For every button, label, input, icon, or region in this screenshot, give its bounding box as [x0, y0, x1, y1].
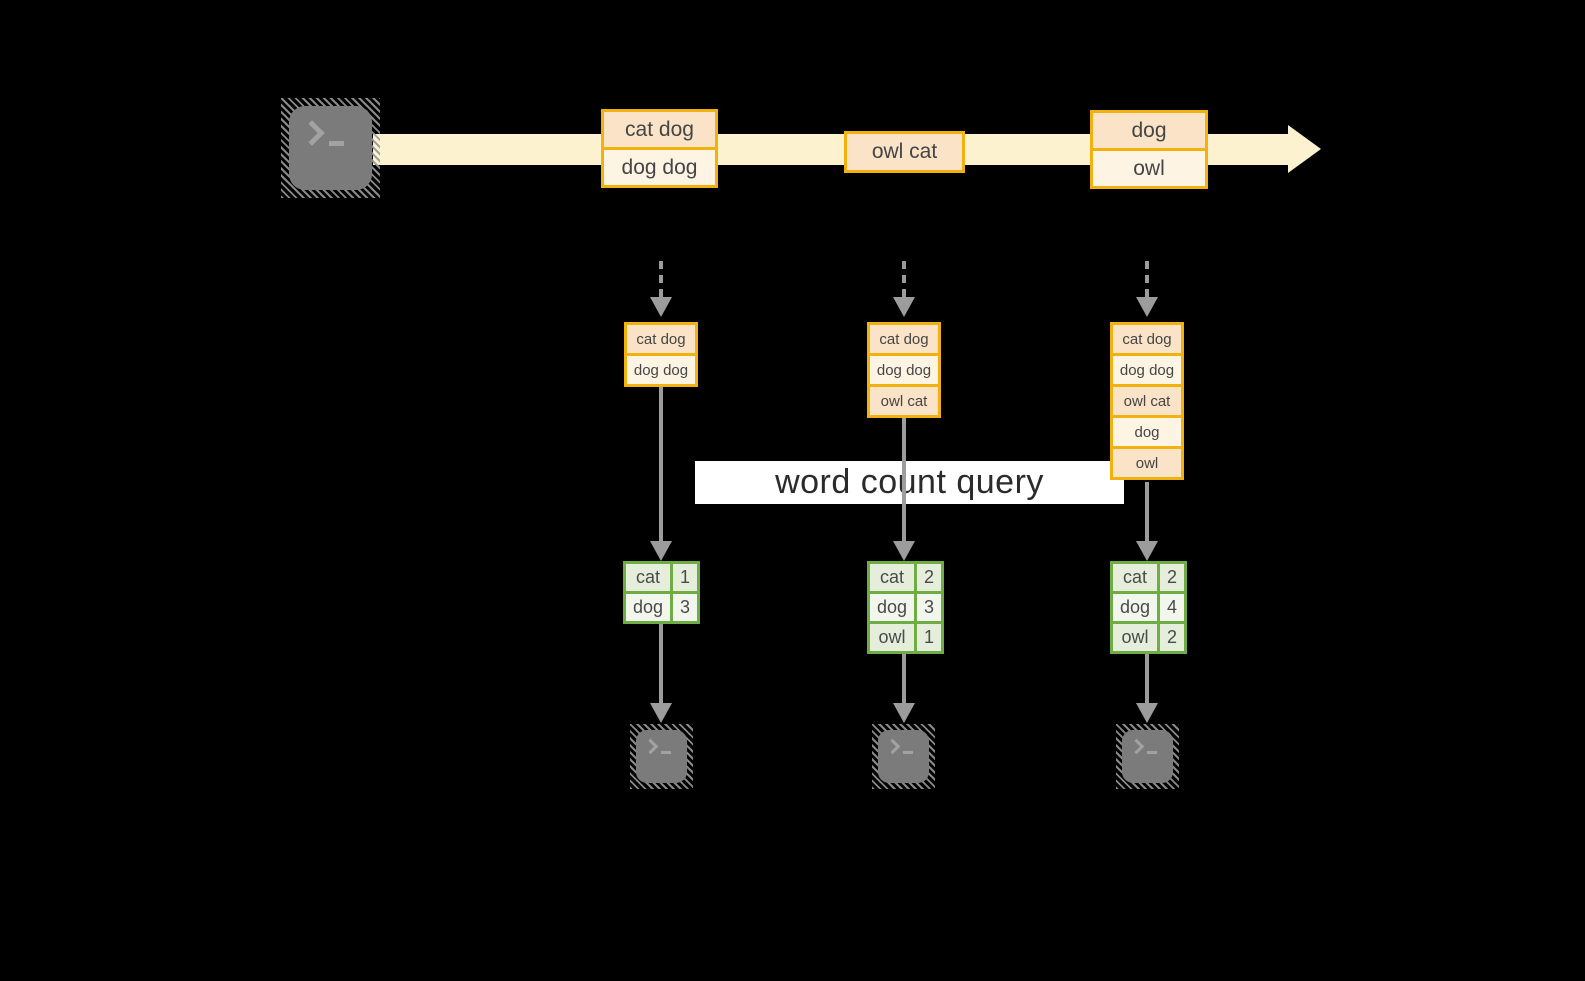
prompt-chevron-icon — [884, 738, 901, 755]
stream-event-box-1: cat dog dog dog — [601, 109, 718, 188]
buffered-event: dog dog — [1113, 356, 1181, 384]
buffered-event: dog dog — [870, 356, 938, 384]
prompt-underscore-icon — [661, 751, 671, 754]
count-table-1: cat 1 dog 3 — [623, 561, 700, 624]
event-buffer-stack-1: cat dog dog dog — [624, 322, 698, 387]
table-row: cat 1 — [626, 564, 697, 591]
prompt-chevron-icon — [1128, 738, 1145, 755]
word-cell: dog — [626, 594, 670, 621]
down-arrowhead-icon — [893, 703, 915, 723]
terminal-screen — [1122, 730, 1173, 783]
stream-event: dog dog — [604, 150, 715, 185]
down-arrowhead-icon — [650, 541, 672, 561]
count-cell: 2 — [917, 564, 941, 591]
stream-event: cat dog — [604, 112, 715, 147]
table-row: cat 2 — [870, 564, 941, 591]
event-buffer-stack-2: cat dog dog dog owl cat — [867, 322, 941, 418]
table-row: owl 2 — [1113, 624, 1184, 651]
count-cell: 3 — [917, 594, 941, 621]
word-cell: cat — [626, 564, 670, 591]
dashed-arrow — [1145, 261, 1149, 297]
stream-arrowhead-icon — [1288, 125, 1321, 173]
word-cell: cat — [1113, 564, 1157, 591]
count-table-3: cat 2 dog 4 owl 2 — [1110, 561, 1187, 654]
prompt-underscore-icon — [903, 751, 913, 754]
terminal-screen — [636, 730, 687, 783]
flow-line — [1145, 482, 1149, 543]
word-cell: cat — [870, 564, 914, 591]
down-arrowhead-icon — [1136, 541, 1158, 561]
down-arrowhead-icon — [1136, 703, 1158, 723]
table-row: dog 3 — [626, 594, 697, 621]
word-cell: owl — [870, 624, 914, 651]
word-cell: dog — [870, 594, 914, 621]
prompt-underscore-icon — [1147, 751, 1157, 754]
count-cell: 2 — [1160, 564, 1184, 591]
stream-event: owl cat — [847, 134, 962, 170]
buffered-event: cat dog — [627, 325, 695, 353]
stream-event: owl — [1093, 151, 1205, 186]
down-arrowhead-icon — [1136, 297, 1158, 317]
down-arrowhead-icon — [650, 297, 672, 317]
count-cell: 4 — [1160, 594, 1184, 621]
count-cell: 1 — [917, 624, 941, 651]
stream-event-box-2: owl cat — [844, 131, 965, 173]
query-label: word count query — [695, 461, 1124, 504]
terminal-icon — [630, 724, 693, 789]
flow-line — [659, 387, 663, 543]
dashed-arrow — [659, 261, 663, 297]
buffered-event: owl cat — [1113, 387, 1181, 415]
count-cell: 1 — [673, 564, 697, 591]
dashed-arrow — [902, 261, 906, 297]
down-arrowhead-icon — [893, 297, 915, 317]
table-row: dog 4 — [1113, 594, 1184, 621]
count-cell: 3 — [673, 594, 697, 621]
prompt-chevron-icon — [642, 738, 659, 755]
stream-event-box-3: dog owl — [1090, 110, 1208, 189]
word-cell: dog — [1113, 594, 1157, 621]
buffered-event: owl cat — [870, 387, 938, 415]
buffered-event: cat dog — [870, 325, 938, 353]
query-label-text: word count query — [775, 463, 1044, 501]
terminal-icon — [1116, 724, 1179, 789]
flow-line — [902, 654, 906, 704]
flow-line — [1145, 654, 1149, 704]
table-row: dog 3 — [870, 594, 941, 621]
prompt-underscore-icon — [329, 141, 344, 146]
table-row: cat 2 — [1113, 564, 1184, 591]
buffered-event: dog — [1113, 418, 1181, 446]
buffered-event: owl — [1113, 449, 1181, 477]
down-arrowhead-icon — [893, 541, 915, 561]
table-row: owl 1 — [870, 624, 941, 651]
terminal-screen — [289, 106, 372, 190]
flow-line — [659, 624, 663, 704]
stream-event: dog — [1093, 113, 1205, 148]
word-cell: owl — [1113, 624, 1157, 651]
buffered-event: cat dog — [1113, 325, 1181, 353]
down-arrowhead-icon — [650, 703, 672, 723]
event-buffer-stack-3: cat dog dog dog owl cat dog owl — [1110, 322, 1184, 480]
count-cell: 2 — [1160, 624, 1184, 651]
prompt-chevron-icon — [299, 120, 325, 146]
count-table-2: cat 2 dog 3 owl 1 — [867, 561, 944, 654]
flow-line — [902, 418, 906, 543]
terminal-icon — [872, 724, 935, 789]
buffered-event: dog dog — [627, 356, 695, 384]
terminal-screen — [878, 730, 929, 783]
terminal-icon — [281, 98, 380, 198]
